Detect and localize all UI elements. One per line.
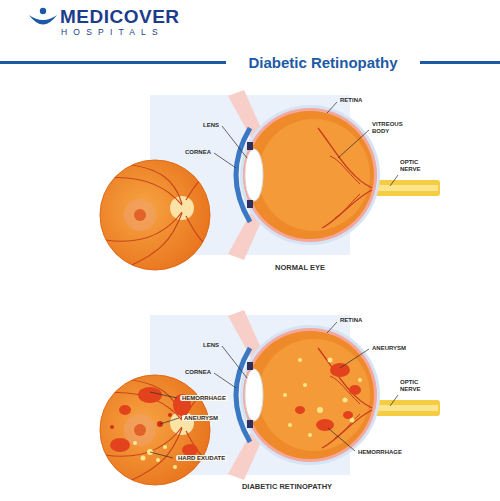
page-title: Diabetic Retinopathy <box>248 55 397 72</box>
fundus-label: HEMORRHAGE <box>180 395 228 402</box>
part-label: ANEURYSM <box>372 345 406 352</box>
retinopathy-eye <box>228 310 440 480</box>
leader-line-part <box>214 153 236 168</box>
retinopathy-eye-part <box>298 358 302 362</box>
retinopathy-fundus-part <box>173 465 177 469</box>
part-label: CORNEA <box>185 369 211 376</box>
retinopathy-fundus-part <box>156 458 160 462</box>
retinopathy-fundus-part <box>133 441 177 469</box>
brand-name: MEDICOVER <box>60 7 180 26</box>
leader-line-part <box>222 346 247 378</box>
retinopathy-eye-part <box>283 358 362 438</box>
figure-caption: NORMAL EYE <box>275 264 325 273</box>
leader-line-part <box>150 452 173 458</box>
leader-line <box>150 102 398 458</box>
part-label: VITREOUS BODY <box>372 121 408 135</box>
retinopathy-eye-part <box>316 419 334 431</box>
retinopathy-eye-part <box>328 358 333 363</box>
part-label: LENS <box>203 342 219 349</box>
leader-line-part <box>222 126 247 158</box>
retinopathy-fundus-part <box>163 445 167 449</box>
fundus-label: ANEURYSM <box>182 415 220 422</box>
retinopathy-fundus-part <box>138 387 162 403</box>
leader-line-part <box>328 428 355 451</box>
part-label: OPTIC NERVE <box>400 379 430 393</box>
retinopathy-fundus-part <box>110 413 172 429</box>
leader-line-part <box>214 373 236 388</box>
retinopathy-fundus-part <box>133 441 137 445</box>
retinopathy-fundus <box>100 375 212 485</box>
part-label: LENS <box>203 122 219 129</box>
brand-subtitle: HOSPITALS <box>61 28 164 37</box>
retinopathy-fundus-part <box>110 425 114 429</box>
logo-icon-part <box>29 15 57 25</box>
retinopathy-eye-part <box>358 378 362 382</box>
logo-icon-part <box>40 8 46 14</box>
retinopathy-eye-part <box>283 393 287 397</box>
leader-line-part <box>340 349 369 368</box>
part-label: RETINA <box>340 317 362 324</box>
part-label: HEMORRHAGE <box>358 449 402 456</box>
leader-line-part <box>390 175 398 186</box>
leader-line-part <box>150 392 177 398</box>
part-label: RETINA <box>340 97 362 104</box>
retinopathy-eye-part <box>343 411 353 419</box>
retinopathy-eye-part <box>303 383 307 387</box>
retinopathy-eye-part <box>295 363 361 431</box>
retinopathy-eye-part <box>343 398 348 403</box>
retinopathy-fundus-part <box>168 413 172 417</box>
leader-line-part <box>338 130 369 158</box>
retinopathy-eye-part <box>228 310 440 480</box>
part-label: CORNEA <box>185 149 211 156</box>
retinopathy-fundus-part <box>141 456 146 461</box>
retinopathy-eye-part <box>349 385 361 395</box>
leader-line-part <box>160 418 179 424</box>
normal-eye <box>228 90 440 260</box>
retinopathy-fundus-part <box>119 405 131 415</box>
retinopathy-eye-part <box>317 407 323 413</box>
retinopathy-eye-part <box>330 363 350 377</box>
retinopathy-fundus-part <box>100 375 212 485</box>
normal-fundus <box>100 160 212 270</box>
title-rule-part <box>0 61 226 64</box>
retinopathy-eye-part <box>288 423 292 427</box>
part-label: OPTIC NERVE <box>400 159 430 173</box>
figure-caption: DIABETIC RETINOPATHY <box>242 483 332 492</box>
retinopathy-eye-part <box>308 433 312 437</box>
leader-line-part <box>390 395 398 406</box>
leader-line-part <box>327 322 337 333</box>
title-rule-part <box>420 61 500 64</box>
retinopathy-fundus-part <box>110 438 130 452</box>
leader-line-part <box>327 102 337 113</box>
fundus-label: HARD EXUDATE <box>176 455 227 462</box>
logo-icon <box>29 8 57 25</box>
retinopathy-eye-part <box>295 406 305 414</box>
